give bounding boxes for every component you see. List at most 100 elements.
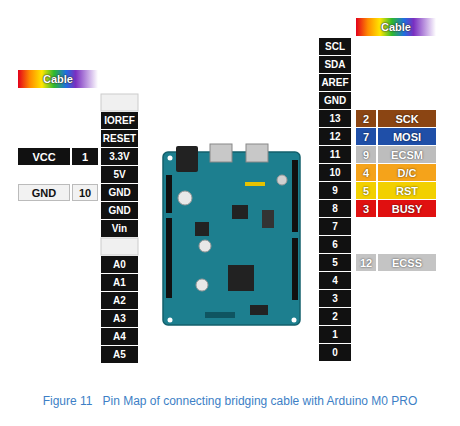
pin-name: A3 <box>113 313 126 324</box>
pin-name: IOREF <box>101 112 138 129</box>
wire-number: 2 <box>363 113 369 125</box>
pin-name: 10 <box>319 164 351 181</box>
pin-name: A1 <box>101 274 138 291</box>
wire-number: 9 <box>363 149 369 161</box>
pin-name: A5 <box>101 346 138 363</box>
pin-name: 9 <box>319 182 351 199</box>
pin-name: GND <box>319 92 351 109</box>
pin-name: 3 <box>332 293 338 304</box>
pin-name: RESET <box>103 133 136 144</box>
signal-name: MOSI <box>393 131 421 143</box>
pin-name: 3 <box>319 290 351 307</box>
figure-caption: Figure 11 Pin Map of connecting bridging… <box>0 394 460 408</box>
pin-name: GND <box>101 202 138 219</box>
signal-name: D/C <box>378 164 436 181</box>
pin-name: 0 <box>319 344 351 361</box>
pin-name: A2 <box>101 292 138 309</box>
pin-name: A0 <box>113 259 126 270</box>
arduino-board <box>163 144 300 325</box>
pin-name: 5 <box>319 254 351 271</box>
pin-name: SCL <box>325 41 345 52</box>
signal-name: VCC <box>32 151 55 163</box>
pin-name: Vin <box>101 220 138 237</box>
pin-name: 1 <box>319 326 351 343</box>
wire-number: 3 <box>356 200 376 217</box>
wire-number: 12 <box>360 257 372 269</box>
signal-name: BUSY <box>378 200 436 217</box>
pin-name: RESET <box>101 130 138 147</box>
pin-name: 5 <box>332 257 338 268</box>
signal-name: SCK <box>378 110 436 127</box>
pin-name: 7 <box>332 221 338 232</box>
pin-name: AREF <box>321 77 348 88</box>
cable-label: Cable <box>43 73 73 85</box>
signal-name: D/C <box>398 167 417 179</box>
pin-name: 8 <box>319 200 351 217</box>
pin-name: 12 <box>319 128 351 145</box>
pin-name: A2 <box>113 295 126 306</box>
signal-name: MOSI <box>378 128 436 145</box>
wire-number: 5 <box>363 185 369 197</box>
wire-number: 1 <box>82 151 88 163</box>
pin-name: 6 <box>319 236 351 253</box>
wire-number: 1 <box>72 148 98 165</box>
pin-name: 11 <box>330 149 341 160</box>
signal-name: GND <box>32 187 56 199</box>
blank-pin <box>101 238 138 255</box>
pin-name: AREF <box>319 74 351 91</box>
signal-name: GND <box>18 184 70 201</box>
signal-name: VCC <box>18 148 70 165</box>
pin-name: 13 <box>329 113 340 124</box>
pin-name: Vin <box>112 223 127 234</box>
pin-name: 8 <box>332 203 338 214</box>
wire-number: 7 <box>363 131 369 143</box>
pin-name: A1 <box>113 277 126 288</box>
pin-name: SDA <box>319 56 351 73</box>
signal-name: ECSM <box>391 149 423 161</box>
signal-name: RST <box>378 182 436 199</box>
pin-name: 6 <box>332 239 338 250</box>
pin-name: 13 <box>319 110 351 127</box>
wire-number: 5 <box>356 182 376 199</box>
pin-name: GND <box>101 184 138 201</box>
pin-name: 9 <box>332 185 338 196</box>
wire-number: 7 <box>356 128 376 145</box>
pin-name: A5 <box>113 349 126 360</box>
pin-name: A4 <box>113 331 126 342</box>
pin-name: A0 <box>101 256 138 273</box>
signal-name: RST <box>396 185 418 197</box>
blank-pin <box>101 94 138 111</box>
signal-name: SCK <box>395 113 418 125</box>
pin-name: 3.3V <box>109 151 130 162</box>
wire-number: 3 <box>363 203 369 215</box>
signal-name: ECSS <box>392 257 422 269</box>
wire-number: 4 <box>356 164 376 181</box>
pin-name: SDA <box>324 59 345 70</box>
wire-number: 10 <box>72 184 98 201</box>
pin-name: IOREF <box>104 115 135 126</box>
signal-name: ECSS <box>378 254 436 271</box>
cable-bar: Cable <box>18 70 98 88</box>
pin-name: 1 <box>332 329 338 340</box>
pin-name: 4 <box>332 275 338 286</box>
pin-name: 3.3V <box>101 148 138 165</box>
pin-name: GND <box>108 205 130 216</box>
pin-name: 10 <box>329 167 340 178</box>
pin-name: 2 <box>319 308 351 325</box>
signal-name: ECSM <box>378 146 436 163</box>
pin-name: SCL <box>319 38 351 55</box>
cable-label: Cable <box>381 21 411 33</box>
pin-name: 5V <box>113 169 125 180</box>
wire-number: 12 <box>356 254 376 271</box>
pin-name: GND <box>324 95 346 106</box>
pin-name: 12 <box>329 131 340 142</box>
pin-name: A3 <box>101 310 138 327</box>
wire-number: 9 <box>356 146 376 163</box>
pin-name: 4 <box>319 272 351 289</box>
wire-number: 2 <box>356 110 376 127</box>
pin-name: 11 <box>319 146 351 163</box>
pin-name: 0 <box>332 347 338 358</box>
pin-name: GND <box>108 187 130 198</box>
pin-name: 7 <box>319 218 351 235</box>
wire-number: 10 <box>79 187 91 199</box>
